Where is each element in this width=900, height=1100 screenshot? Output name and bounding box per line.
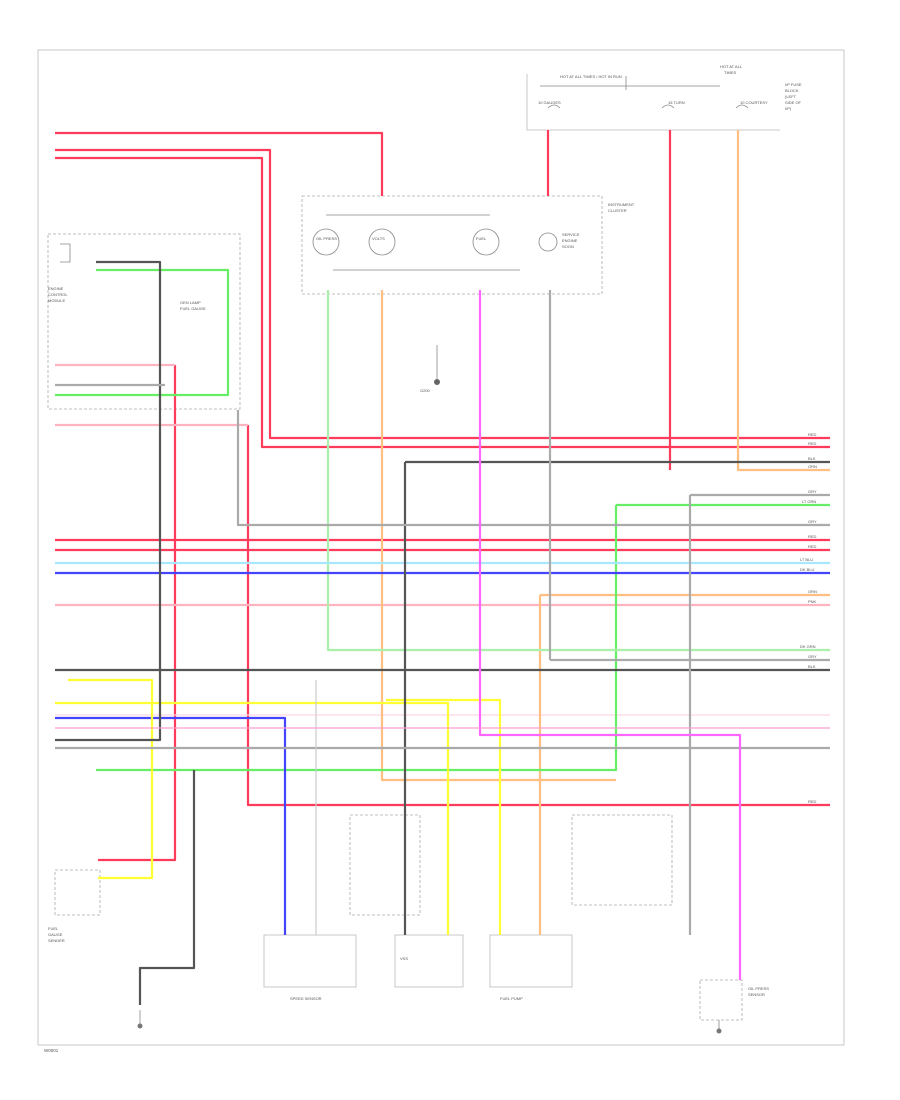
svg-text:CLUSTER: CLUSTER (608, 208, 627, 213)
svg-text:MODULE: MODULE (48, 298, 65, 303)
svg-text:GRY: GRY (808, 654, 817, 659)
svg-text:DK GRN: DK GRN (800, 644, 816, 649)
svg-text:15 TURN: 15 TURN (668, 100, 685, 105)
lamp-icon: SERVICE ENGINE SOON (538, 232, 580, 252)
svg-text:CONTROL: CONTROL (48, 292, 68, 297)
svg-text:BLK: BLK (808, 664, 816, 669)
gauge-icon: OIL PRESS VOLTS FUEL (312, 228, 500, 256)
svg-text:FUEL PUMP: FUEL PUMP (500, 996, 523, 1001)
svg-text:GEN LAMP: GEN LAMP (180, 300, 201, 305)
diagram-border (37, 49, 845, 1046)
svg-text:HOT AT ALL: HOT AT ALL (720, 64, 743, 69)
ground-icon: G200 (420, 345, 440, 393)
connector-labels: RED RED BLK ORN GRY LT GRN GRY RED RED L… (800, 432, 817, 804)
svg-text:ORN: ORN (808, 589, 817, 594)
svg-text:VSS: VSS (400, 956, 408, 961)
svg-text:RED: RED (808, 544, 817, 549)
svg-text:DK BLU: DK BLU (800, 567, 815, 572)
svg-text:FUEL: FUEL (48, 926, 59, 931)
svg-text:TIMES: TIMES (724, 70, 737, 75)
svg-text:RED: RED (808, 432, 817, 437)
svg-text:SERVICE: SERVICE (562, 232, 580, 237)
svg-text:ENGINE: ENGINE (562, 238, 578, 243)
svg-text:BLOCK: BLOCK (785, 88, 799, 93)
switch-icon: ENGINE CONTROL MODULE GEN LAMP FUEL GAUG… (47, 233, 241, 410)
svg-text:GRY: GRY (808, 519, 817, 524)
svg-text:(LEFT: (LEFT (785, 94, 797, 99)
svg-text:RED: RED (808, 799, 817, 804)
svg-text:HOT AT ALL TIMES / HOT IN RUN: HOT AT ALL TIMES / HOT IN RUN (560, 74, 622, 79)
svg-text:BLK: BLK (808, 456, 816, 461)
svg-text:10 COURTESY: 10 COURTESY (740, 100, 768, 105)
footer-code: W0001 (44, 1048, 59, 1053)
svg-text:LT GRN: LT GRN (802, 499, 816, 504)
instrument-cluster: INSTRUMENT CLUSTER (301, 195, 635, 295)
svg-text:SOON: SOON (562, 244, 574, 249)
svg-text:SIDE OF: SIDE OF (785, 100, 802, 105)
svg-text:I/P FUSE: I/P FUSE (785, 82, 802, 87)
svg-text:ORN: ORN (808, 464, 817, 469)
svg-text:GRY: GRY (808, 489, 817, 494)
svg-text:10 GAUGES: 10 GAUGES (538, 100, 561, 105)
svg-text:SENSOR: SENSOR (748, 992, 765, 997)
sensor-icon: FUEL GAUGE SENDER SPEED SENSOR VSS FUEL … (48, 814, 769, 1021)
svg-text:INSTRUMENT: INSTRUMENT (608, 202, 635, 207)
ground-icon (137, 1010, 722, 1034)
svg-text:I/P): I/P) (785, 106, 792, 111)
svg-text:GAUGE: GAUGE (48, 932, 63, 937)
svg-text:OIL PRESS: OIL PRESS (316, 236, 337, 241)
fuse-icon: 10 GAUGES 15 TURN 10 COURTESY (538, 100, 768, 109)
svg-text:SENDER: SENDER (48, 938, 65, 943)
svg-text:LT BLU: LT BLU (800, 557, 813, 562)
svg-text:OIL PRESS: OIL PRESS (748, 986, 769, 991)
fuse-block: HOT AT ALL TIMES / HOT IN RUN HOT AT ALL… (526, 64, 802, 131)
svg-text:G200: G200 (420, 388, 431, 393)
svg-text:SPEED SENSOR: SPEED SENSOR (290, 996, 322, 1001)
svg-text:RED: RED (808, 441, 817, 446)
svg-text:FUEL: FUEL (476, 236, 487, 241)
svg-text:PNK: PNK (808, 599, 817, 604)
svg-text:FUEL GAUGE: FUEL GAUGE (180, 306, 206, 311)
svg-text:RED: RED (808, 534, 817, 539)
svg-text:VOLTS: VOLTS (372, 236, 385, 241)
svg-text:ENGINE: ENGINE (48, 286, 64, 291)
